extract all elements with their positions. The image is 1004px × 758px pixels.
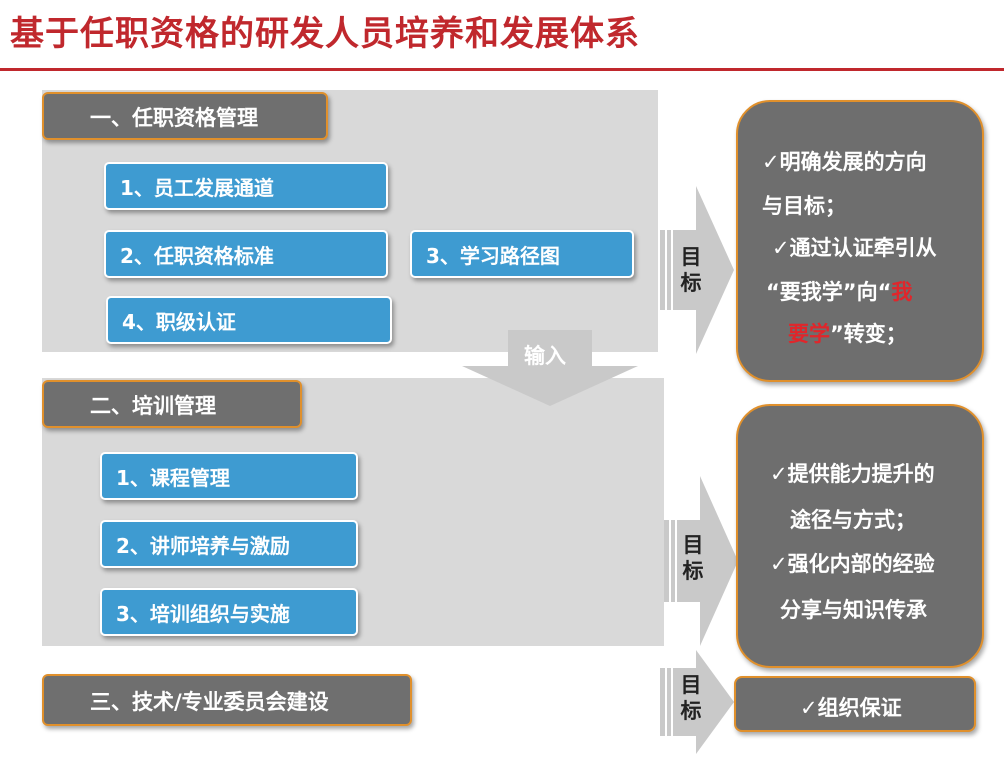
- goal-text: ✓明确发展的方向: [762, 150, 927, 174]
- goal-text: 分享与知识传承: [780, 598, 927, 622]
- goal-arrow-icon: [660, 650, 734, 754]
- goal-box-direction: ✓明确发展的方向 与目标； ✓通过认证牵引从 “要我学”向“我 要学”转变；: [736, 100, 984, 382]
- goal-box-capability: ✓提供能力提升的 途径与方式； ✓强化内部的经验 分享与知识传承: [736, 404, 984, 668]
- title-underline: [0, 68, 1004, 71]
- item-grade-certification: 4、职级认证: [106, 296, 392, 344]
- goal-box-organization: ✓组织保证: [734, 676, 976, 732]
- training-section-label: 二、培训管理: [42, 380, 302, 428]
- goal-text: ✓强化内部的经验: [770, 552, 935, 576]
- goal-arrow-label: 目标: [682, 533, 704, 583]
- goal-text: ✓通过认证牵引从: [772, 236, 937, 260]
- item-learning-path: 3、学习路径图: [410, 230, 634, 278]
- goal-arrow-icon: [664, 476, 738, 646]
- item-qualification-standard: 2、任职资格标准: [104, 230, 388, 278]
- goal-text: 要学”转变；: [788, 322, 907, 346]
- input-arrow-icon: [462, 330, 638, 406]
- goal-arrow-icon: [660, 186, 734, 354]
- goal-text: 途径与方式；: [790, 508, 916, 532]
- goal-text: ✓组织保证: [800, 696, 902, 720]
- input-arrow-label: 输入: [524, 344, 566, 368]
- goal-text: ✓提供能力提升的: [770, 462, 935, 486]
- item-lecturer-training: 2、讲师培养与激励: [100, 520, 358, 568]
- qualification-section-label: 一、任职资格管理: [42, 92, 328, 140]
- item-career-path: 1、员工发展通道: [104, 162, 388, 210]
- goal-arrow-label: 目标: [680, 245, 702, 295]
- goal-text: “要我学”向“我: [766, 280, 913, 304]
- goal-arrow-label: 目标: [680, 673, 702, 723]
- item-course-management: 1、课程管理: [100, 452, 358, 500]
- item-training-implementation: 3、培训组织与实施: [100, 588, 358, 636]
- goal-text: 与目标；: [762, 194, 846, 218]
- committee-section-label: 三、技术/专业委员会建设: [42, 674, 412, 726]
- page-title: 基于任职资格的研发人员培养和发展体系: [10, 14, 640, 54]
